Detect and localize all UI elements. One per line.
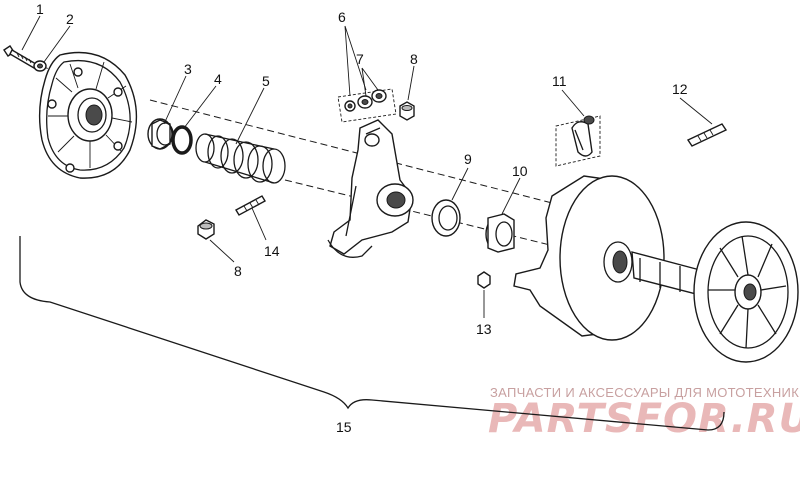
watermark-logo: PARTSFOR.RU <box>488 396 800 442</box>
callout-14: 14 <box>264 243 280 259</box>
part-1-bolt <box>3 45 37 69</box>
part-5-spring <box>195 133 286 184</box>
callout-13: 13 <box>476 321 492 337</box>
part-14-pin <box>235 195 266 216</box>
sheave-assembly <box>513 175 705 341</box>
part-10-sleeve <box>485 213 515 253</box>
callout-11: 11 <box>552 73 567 89</box>
part-13-nut <box>477 271 491 289</box>
cover-plate <box>38 51 138 179</box>
part-2-washer <box>33 60 47 72</box>
callout-8-lower: 8 <box>234 263 242 279</box>
part-4-o-ring <box>171 125 193 155</box>
spoked-wheel <box>693 221 799 363</box>
callout-10: 10 <box>512 163 528 179</box>
callout-9: 9 <box>464 151 472 167</box>
callout-5: 5 <box>262 73 270 89</box>
callout-4: 4 <box>214 71 222 87</box>
watermark-caption: ЗАПЧАСТИ И АКСЕССУАРЫ ДЛЯ МОТОТЕХНИКИ <box>490 385 800 400</box>
callout-labels: 1 2 3 4 5 6 7 8 9 10 11 12 13 14 8 15 <box>36 1 688 435</box>
part-7-roller-set <box>337 88 397 123</box>
callout-8-upper: 8 <box>410 51 418 67</box>
part-12-shaft-bolt <box>686 123 728 147</box>
callout-12: 12 <box>672 81 688 97</box>
arm-bracket <box>327 119 414 258</box>
part-11-weight <box>555 115 601 167</box>
callout-2: 2 <box>66 11 74 27</box>
part-8-nut-upper <box>399 101 415 121</box>
callout-3: 3 <box>184 61 192 77</box>
bracket-15 <box>19 236 725 431</box>
callout-1: 1 <box>36 1 44 17</box>
part-9-ring <box>431 199 461 237</box>
watermark: ЗАПЧАСТИ И АКСЕССУАРЫ ДЛЯ МОТОТЕХНИКИ PA… <box>488 385 800 442</box>
part-8-nut-lower <box>197 219 215 240</box>
leader-lines <box>21 15 713 318</box>
callout-6: 6 <box>338 9 346 25</box>
callout-15: 15 <box>336 419 352 435</box>
callout-7: 7 <box>356 51 364 67</box>
part-3-bushing <box>147 118 174 150</box>
